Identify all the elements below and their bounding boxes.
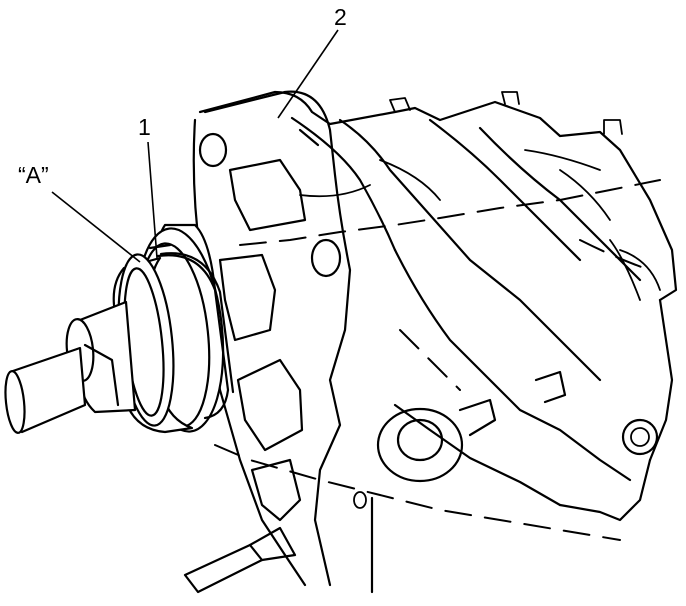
- callout-2-label: 2: [334, 4, 347, 30]
- leader-line-2: [277, 29, 339, 119]
- bolt-bosses: [353, 370, 659, 509]
- housing-casting: [198, 90, 678, 522]
- mounting-stud: [183, 496, 374, 594]
- leader-line-1: [147, 141, 158, 259]
- callout-a-label: “A”: [18, 162, 49, 188]
- callout-labels: “A” 1 2: [18, 4, 347, 188]
- leader-lines: [51, 29, 339, 263]
- special-tool-installer: [4, 300, 137, 434]
- callout-1-label: 1: [138, 114, 151, 140]
- hidden-edge-lines: [214, 179, 661, 541]
- leader-line-a: [51, 191, 141, 263]
